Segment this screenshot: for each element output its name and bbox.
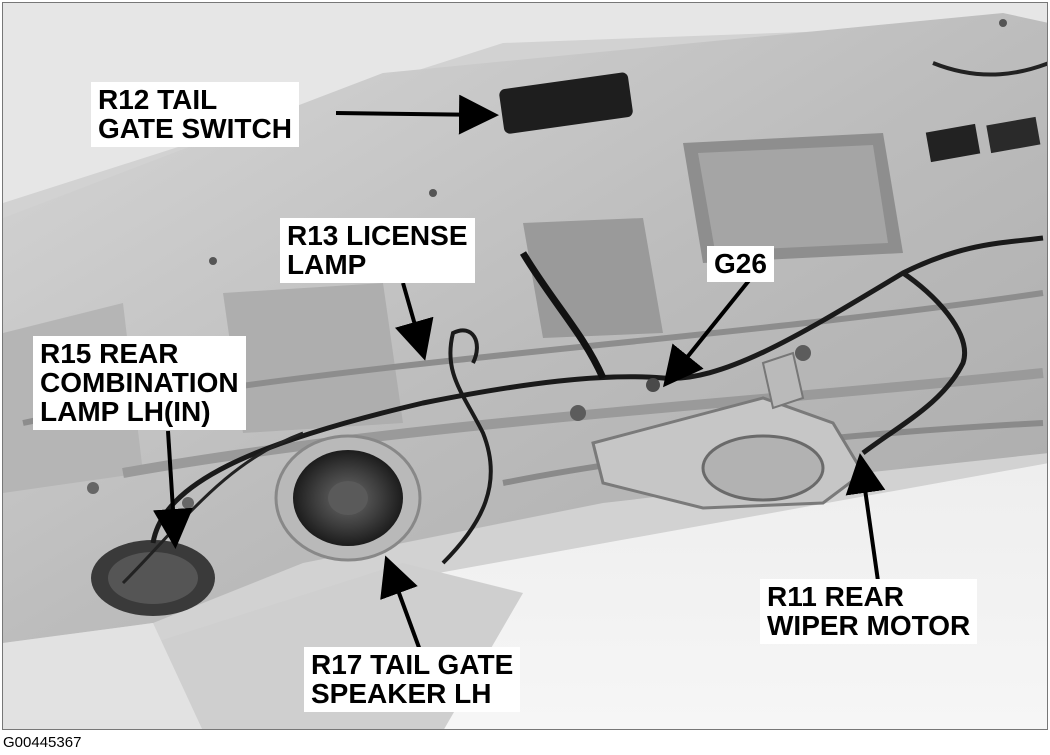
label-r11-line2: WIPER MOTOR	[767, 610, 971, 641]
label-r13-line1: R13 LICENSE	[287, 220, 468, 251]
label-r17-tail-gate-speaker: R17 TAIL GATE SPEAKER LH	[304, 647, 521, 712]
label-r11-rear-wiper-motor: R11 REAR WIPER MOTOR	[760, 579, 978, 644]
label-r12-line1: R12 TAIL	[98, 84, 218, 115]
label-r17-line2: SPEAKER LH	[311, 678, 492, 709]
label-g26-line1: G26	[714, 248, 767, 279]
label-r13-license-lamp: R13 LICENSE LAMP	[280, 218, 475, 283]
label-r12-line2: GATE SWITCH	[98, 113, 292, 144]
figure-id: G00445367	[3, 734, 82, 751]
label-r15-line2: COMBINATION	[40, 367, 239, 398]
tailgate-photo: R12 TAIL GATE SWITCH R13 LICENSE LAMP G2…	[2, 2, 1048, 730]
label-r13-line2: LAMP	[287, 249, 367, 280]
tailgate-interior-illustration	[3, 3, 1047, 729]
label-r12-tail-gate-switch: R12 TAIL GATE SWITCH	[91, 82, 299, 147]
label-g26: G26	[707, 246, 774, 282]
label-r15-rear-combination-lamp: R15 REAR COMBINATION LAMP LH(IN)	[33, 336, 246, 430]
label-r15-line1: R15 REAR	[40, 338, 179, 369]
label-r11-line1: R11 REAR	[767, 581, 904, 612]
label-r15-line3: LAMP LH(IN)	[40, 396, 211, 427]
label-r17-line1: R17 TAIL GATE	[311, 649, 514, 680]
